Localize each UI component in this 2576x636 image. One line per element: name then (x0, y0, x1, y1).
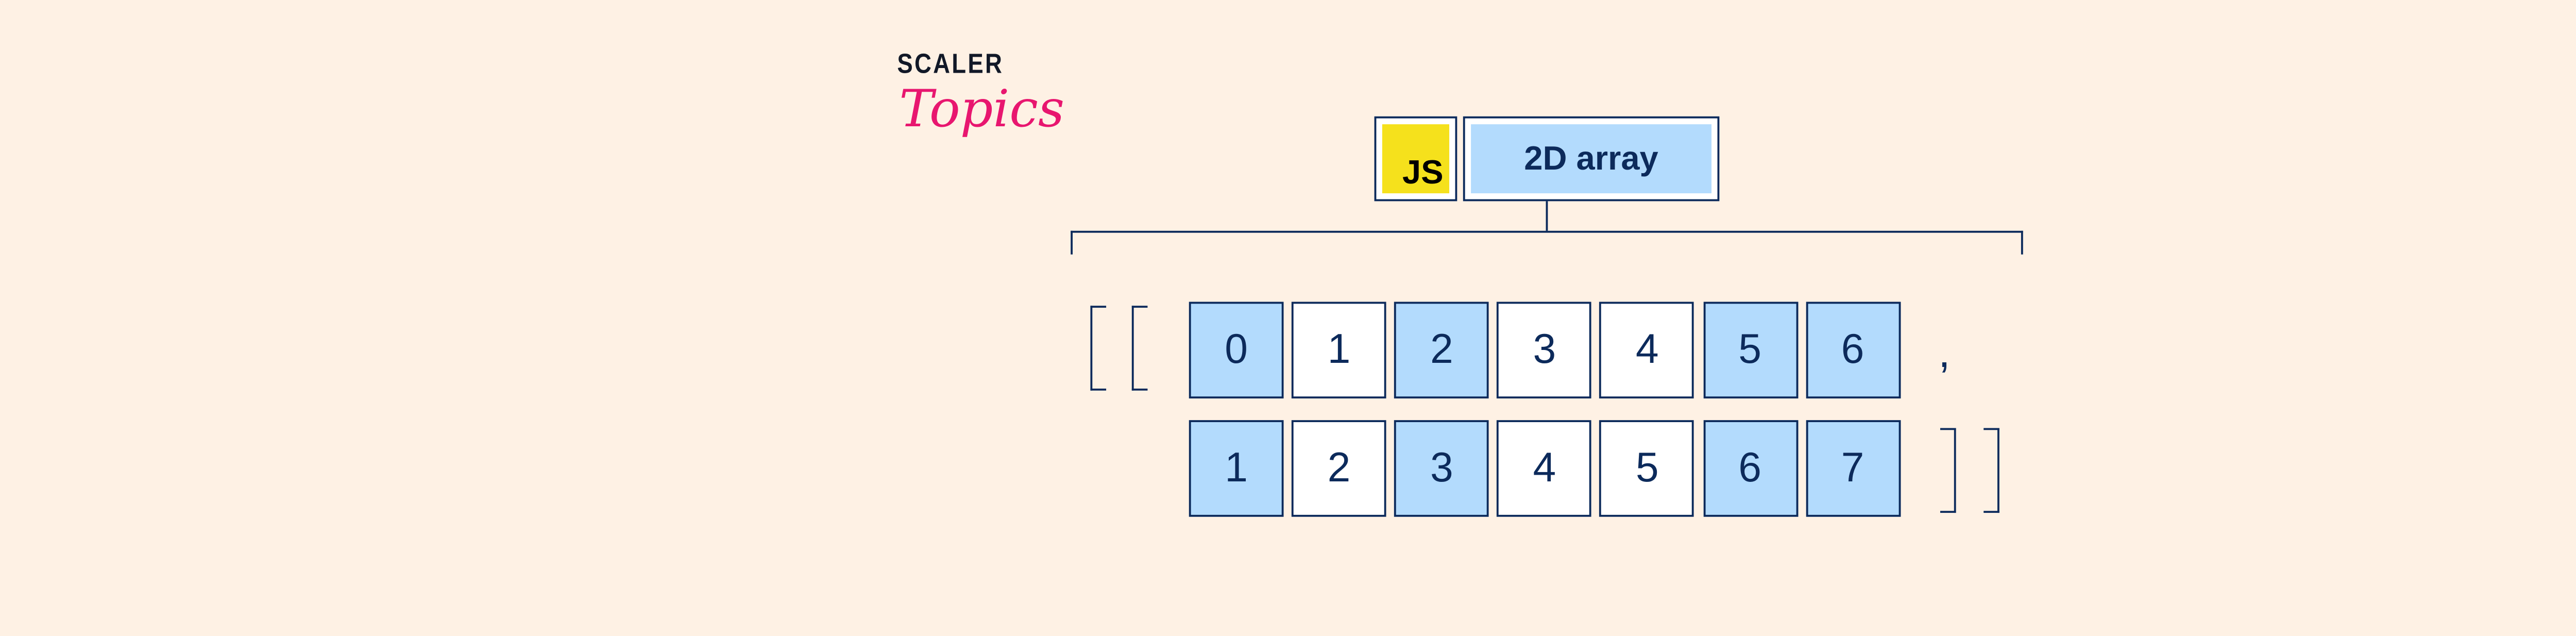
array-cell: 5 (1600, 420, 1695, 517)
connector-vertical (1545, 201, 1547, 231)
array-cell: 0 (1189, 302, 1284, 399)
array-cell: 3 (1497, 302, 1592, 399)
array-cell: 6 (1702, 420, 1798, 517)
js-badge: JS (1374, 116, 1458, 202)
logo-topics: Topics (899, 80, 1065, 140)
row-separator-comma: , (1938, 327, 1951, 377)
array-cell: 1 (1189, 420, 1284, 517)
array-cell: 1 (1292, 302, 1386, 399)
array-cell: 5 (1702, 302, 1798, 399)
connector-horizontal (1071, 230, 2023, 233)
close-bracket-outer (1984, 428, 1999, 513)
title-label: 2D array (1471, 124, 1712, 194)
connector-right-tick (2021, 230, 2023, 255)
array-cell: 2 (1394, 302, 1489, 399)
open-bracket-inner (1131, 306, 1148, 391)
array-cell: 7 (1805, 420, 1900, 517)
title-box: 2D array (1463, 116, 1720, 202)
array-cell: 6 (1805, 302, 1900, 399)
js-badge-label: JS (1402, 154, 1444, 192)
connector-left-tick (1071, 230, 1073, 255)
close-bracket-inner (1940, 428, 1956, 513)
array-cell: 2 (1292, 420, 1386, 517)
array-cell: 4 (1600, 302, 1695, 399)
array-cell: 3 (1394, 420, 1489, 517)
array-cell: 4 (1497, 420, 1592, 517)
open-bracket-outer (1090, 306, 1107, 391)
logo-scaler: SCALER (897, 47, 1004, 79)
